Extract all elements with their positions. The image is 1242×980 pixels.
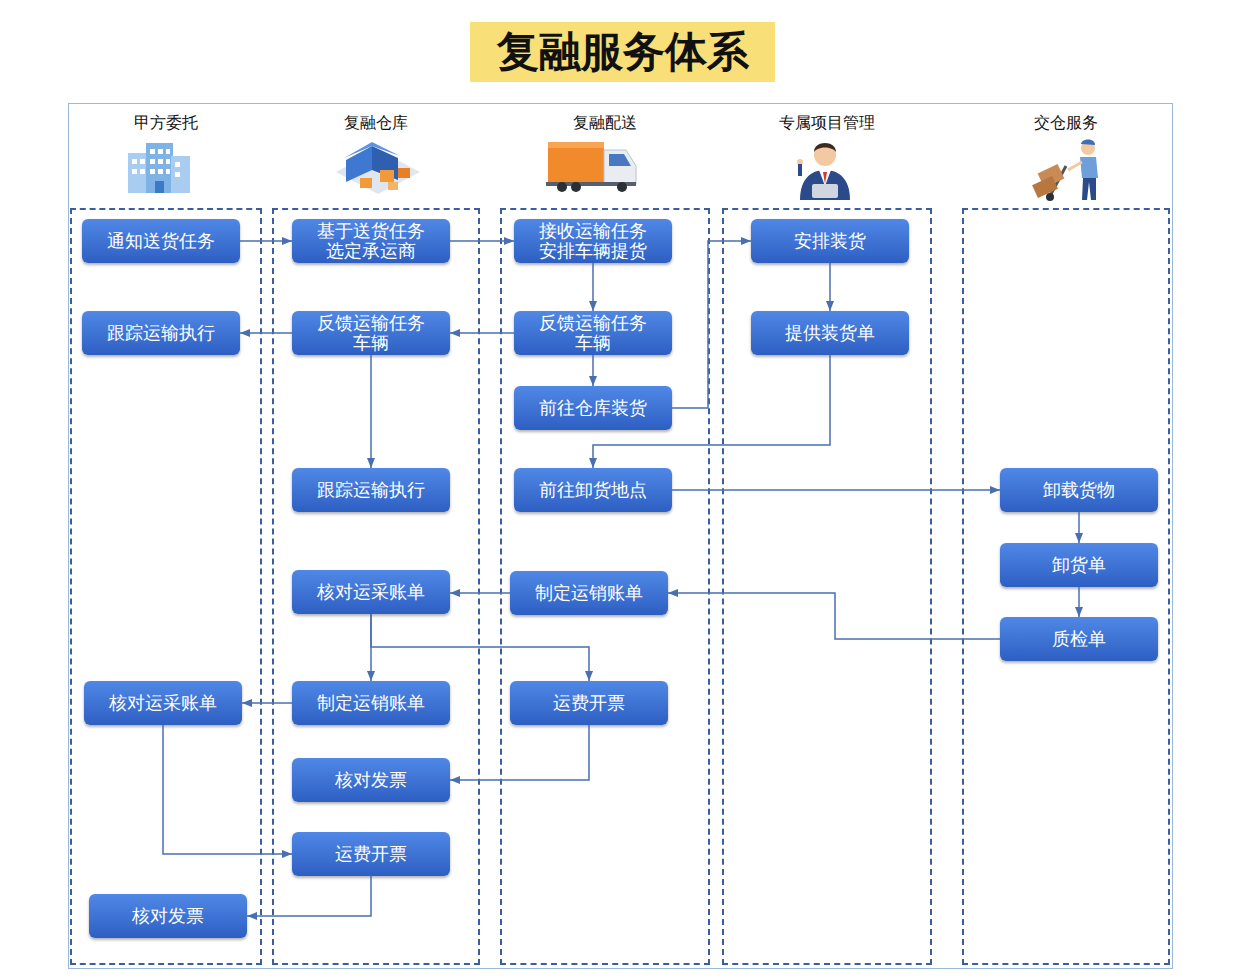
process-box: 核对运采账单	[84, 681, 242, 725]
process-box: 提供装货单	[751, 311, 909, 355]
warehouse-icon	[336, 142, 420, 194]
lane-title: 交仓服务	[944, 113, 1188, 133]
process-box: 质检单	[1000, 617, 1158, 661]
process-box: 跟踪运输执行	[82, 311, 240, 355]
box-label: 基于送货任务 选定承运商	[298, 221, 444, 261]
flow-arrow	[672, 489, 1000, 491]
flow-arrow	[247, 876, 371, 916]
lane-title: 复融配送	[482, 113, 728, 133]
building-icon	[128, 143, 190, 193]
box-label: 前往卸货地点	[539, 480, 647, 500]
manager-icon	[797, 143, 850, 200]
box-label: 核对运采账单	[317, 582, 425, 602]
outer-frame	[69, 104, 1173, 969]
box-label: 提供装货单	[785, 323, 875, 343]
swimlane: 专属项目管理安排装货提供装货单	[722, 208, 932, 965]
flow-arrow	[668, 593, 1000, 639]
lane-title: 复融仓库	[254, 113, 498, 133]
box-label: 核对发票	[132, 906, 204, 926]
box-label: 制定运销账单	[535, 583, 643, 603]
process-box: 运费开票	[292, 832, 450, 876]
truck-icon	[546, 142, 636, 192]
flow-arrow	[672, 241, 751, 408]
flow-arrow	[450, 592, 510, 594]
flow-arrow	[450, 240, 514, 242]
swimlane: 复融仓库基于送货任务 选定承运商反馈运输任务 车辆跟踪运输执行核对运采账单制定运…	[272, 208, 480, 965]
box-label: 运费开票	[335, 844, 407, 864]
process-box: 核对运采账单	[292, 570, 450, 614]
process-box: 反馈运输任务 车辆	[292, 311, 450, 355]
flow-arrow	[592, 355, 594, 386]
box-label: 质检单	[1052, 629, 1106, 649]
box-label: 卸载货物	[1043, 480, 1115, 500]
process-box: 核对发票	[292, 758, 450, 802]
box-label: 跟踪运输执行	[107, 323, 215, 343]
box-label: 通知送货任务	[107, 231, 215, 251]
process-box: 制定运销账单	[292, 681, 450, 725]
box-label: 前往仓库装货	[539, 398, 647, 418]
process-box: 前往卸货地点	[514, 468, 672, 512]
process-box: 运费开票	[510, 681, 668, 725]
flow-arrow	[1078, 587, 1080, 617]
lane-title: 甲方委托	[52, 113, 280, 133]
flow-arrow	[450, 332, 514, 334]
lane-title: 专属项目管理	[704, 113, 950, 133]
swimlane: 交仓服务卸载货物卸货单质检单	[962, 208, 1170, 965]
process-box: 接收运输任务 安排车辆提货	[514, 219, 672, 263]
flow-arrow	[370, 614, 372, 681]
flow-arrow	[163, 725, 292, 854]
flow-arrow	[593, 355, 830, 468]
flow-arrow	[592, 263, 594, 311]
process-box: 跟踪运输执行	[292, 468, 450, 512]
box-label: 安排装货	[794, 231, 866, 251]
flow-arrow	[829, 263, 831, 311]
process-box: 通知送货任务	[82, 219, 240, 263]
diagram-title: 复融服务体系	[470, 22, 775, 82]
box-label: 反馈运输任务 车辆	[520, 313, 666, 353]
flow-arrow	[240, 332, 292, 334]
flow-arrow	[450, 725, 589, 780]
swimlane: 甲方委托通知送货任务跟踪运输执行核对运采账单核对发票	[70, 208, 262, 965]
flow-arrow	[371, 614, 589, 681]
box-label: 接收运输任务 安排车辆提货	[520, 221, 666, 261]
delivery-worker-icon	[1032, 140, 1098, 201]
process-box: 制定运销账单	[510, 571, 668, 615]
box-label: 核对发票	[335, 770, 407, 790]
process-box: 核对发票	[89, 894, 247, 938]
swimlane: 复融配送接收运输任务 安排车辆提货反馈运输任务 车辆前往仓库装货前往卸货地点制定…	[500, 208, 710, 965]
process-box: 卸货单	[1000, 543, 1158, 587]
box-label: 制定运销账单	[317, 693, 425, 713]
process-box: 安排装货	[751, 219, 909, 263]
box-label: 运费开票	[553, 693, 625, 713]
box-label: 反馈运输任务 车辆	[298, 313, 444, 353]
flow-arrow	[242, 702, 292, 704]
process-box: 卸载货物	[1000, 468, 1158, 512]
flow-arrow	[240, 240, 292, 242]
box-label: 卸货单	[1052, 555, 1106, 575]
process-box: 前往仓库装货	[514, 386, 672, 430]
box-label: 跟踪运输执行	[317, 480, 425, 500]
process-box: 反馈运输任务 车辆	[514, 311, 672, 355]
process-box: 基于送货任务 选定承运商	[292, 219, 450, 263]
flow-arrow	[370, 355, 372, 468]
box-label: 核对运采账单	[109, 693, 217, 713]
flow-arrow	[1078, 512, 1080, 543]
